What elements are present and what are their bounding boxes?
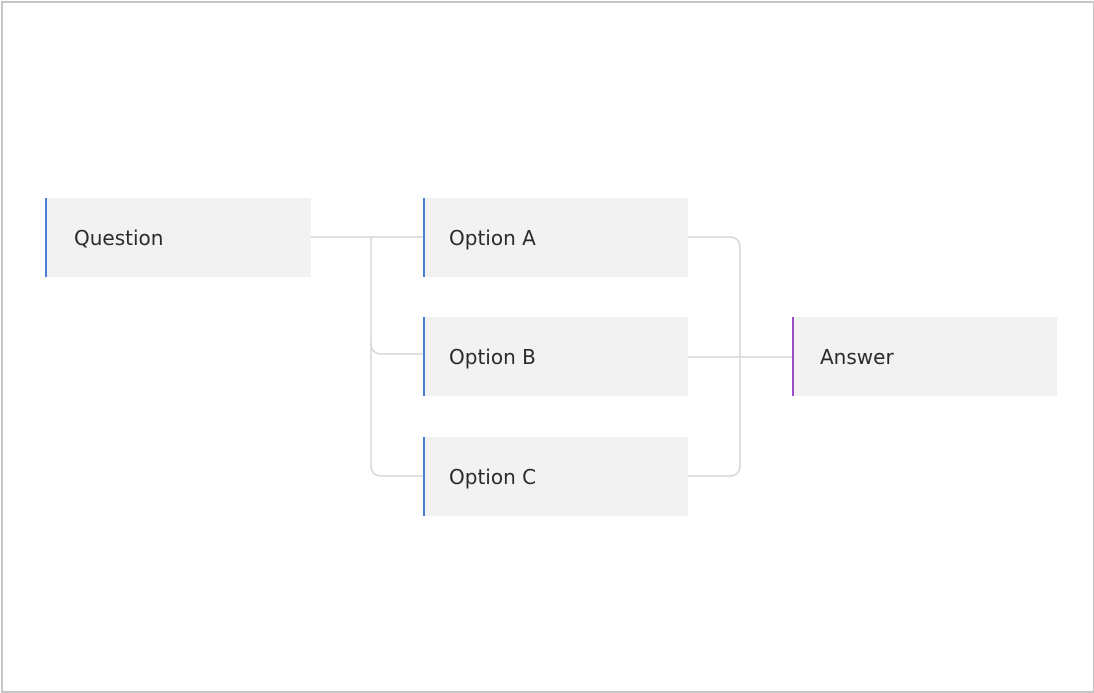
connector-to-option-b [370,342,423,355]
option-c-accent-bar [423,437,425,516]
question-node: Question [45,198,311,277]
connector-trunk-left [370,237,423,477]
answer-label: Answer [820,344,894,369]
option-a-accent-bar [423,198,425,277]
answer-node: Answer [792,317,1057,396]
option-c-label: Option C [449,464,537,489]
question-accent-bar [45,198,47,277]
option-a-label: Option A [449,225,536,250]
option-a-node: Option A [423,198,688,277]
option-c-node: Option C [423,437,688,516]
question-label: Question [74,225,164,250]
option-b-node: Option B [423,317,688,396]
option-b-label: Option B [449,344,536,369]
answer-accent-bar [792,317,794,396]
option-b-accent-bar [423,317,425,396]
